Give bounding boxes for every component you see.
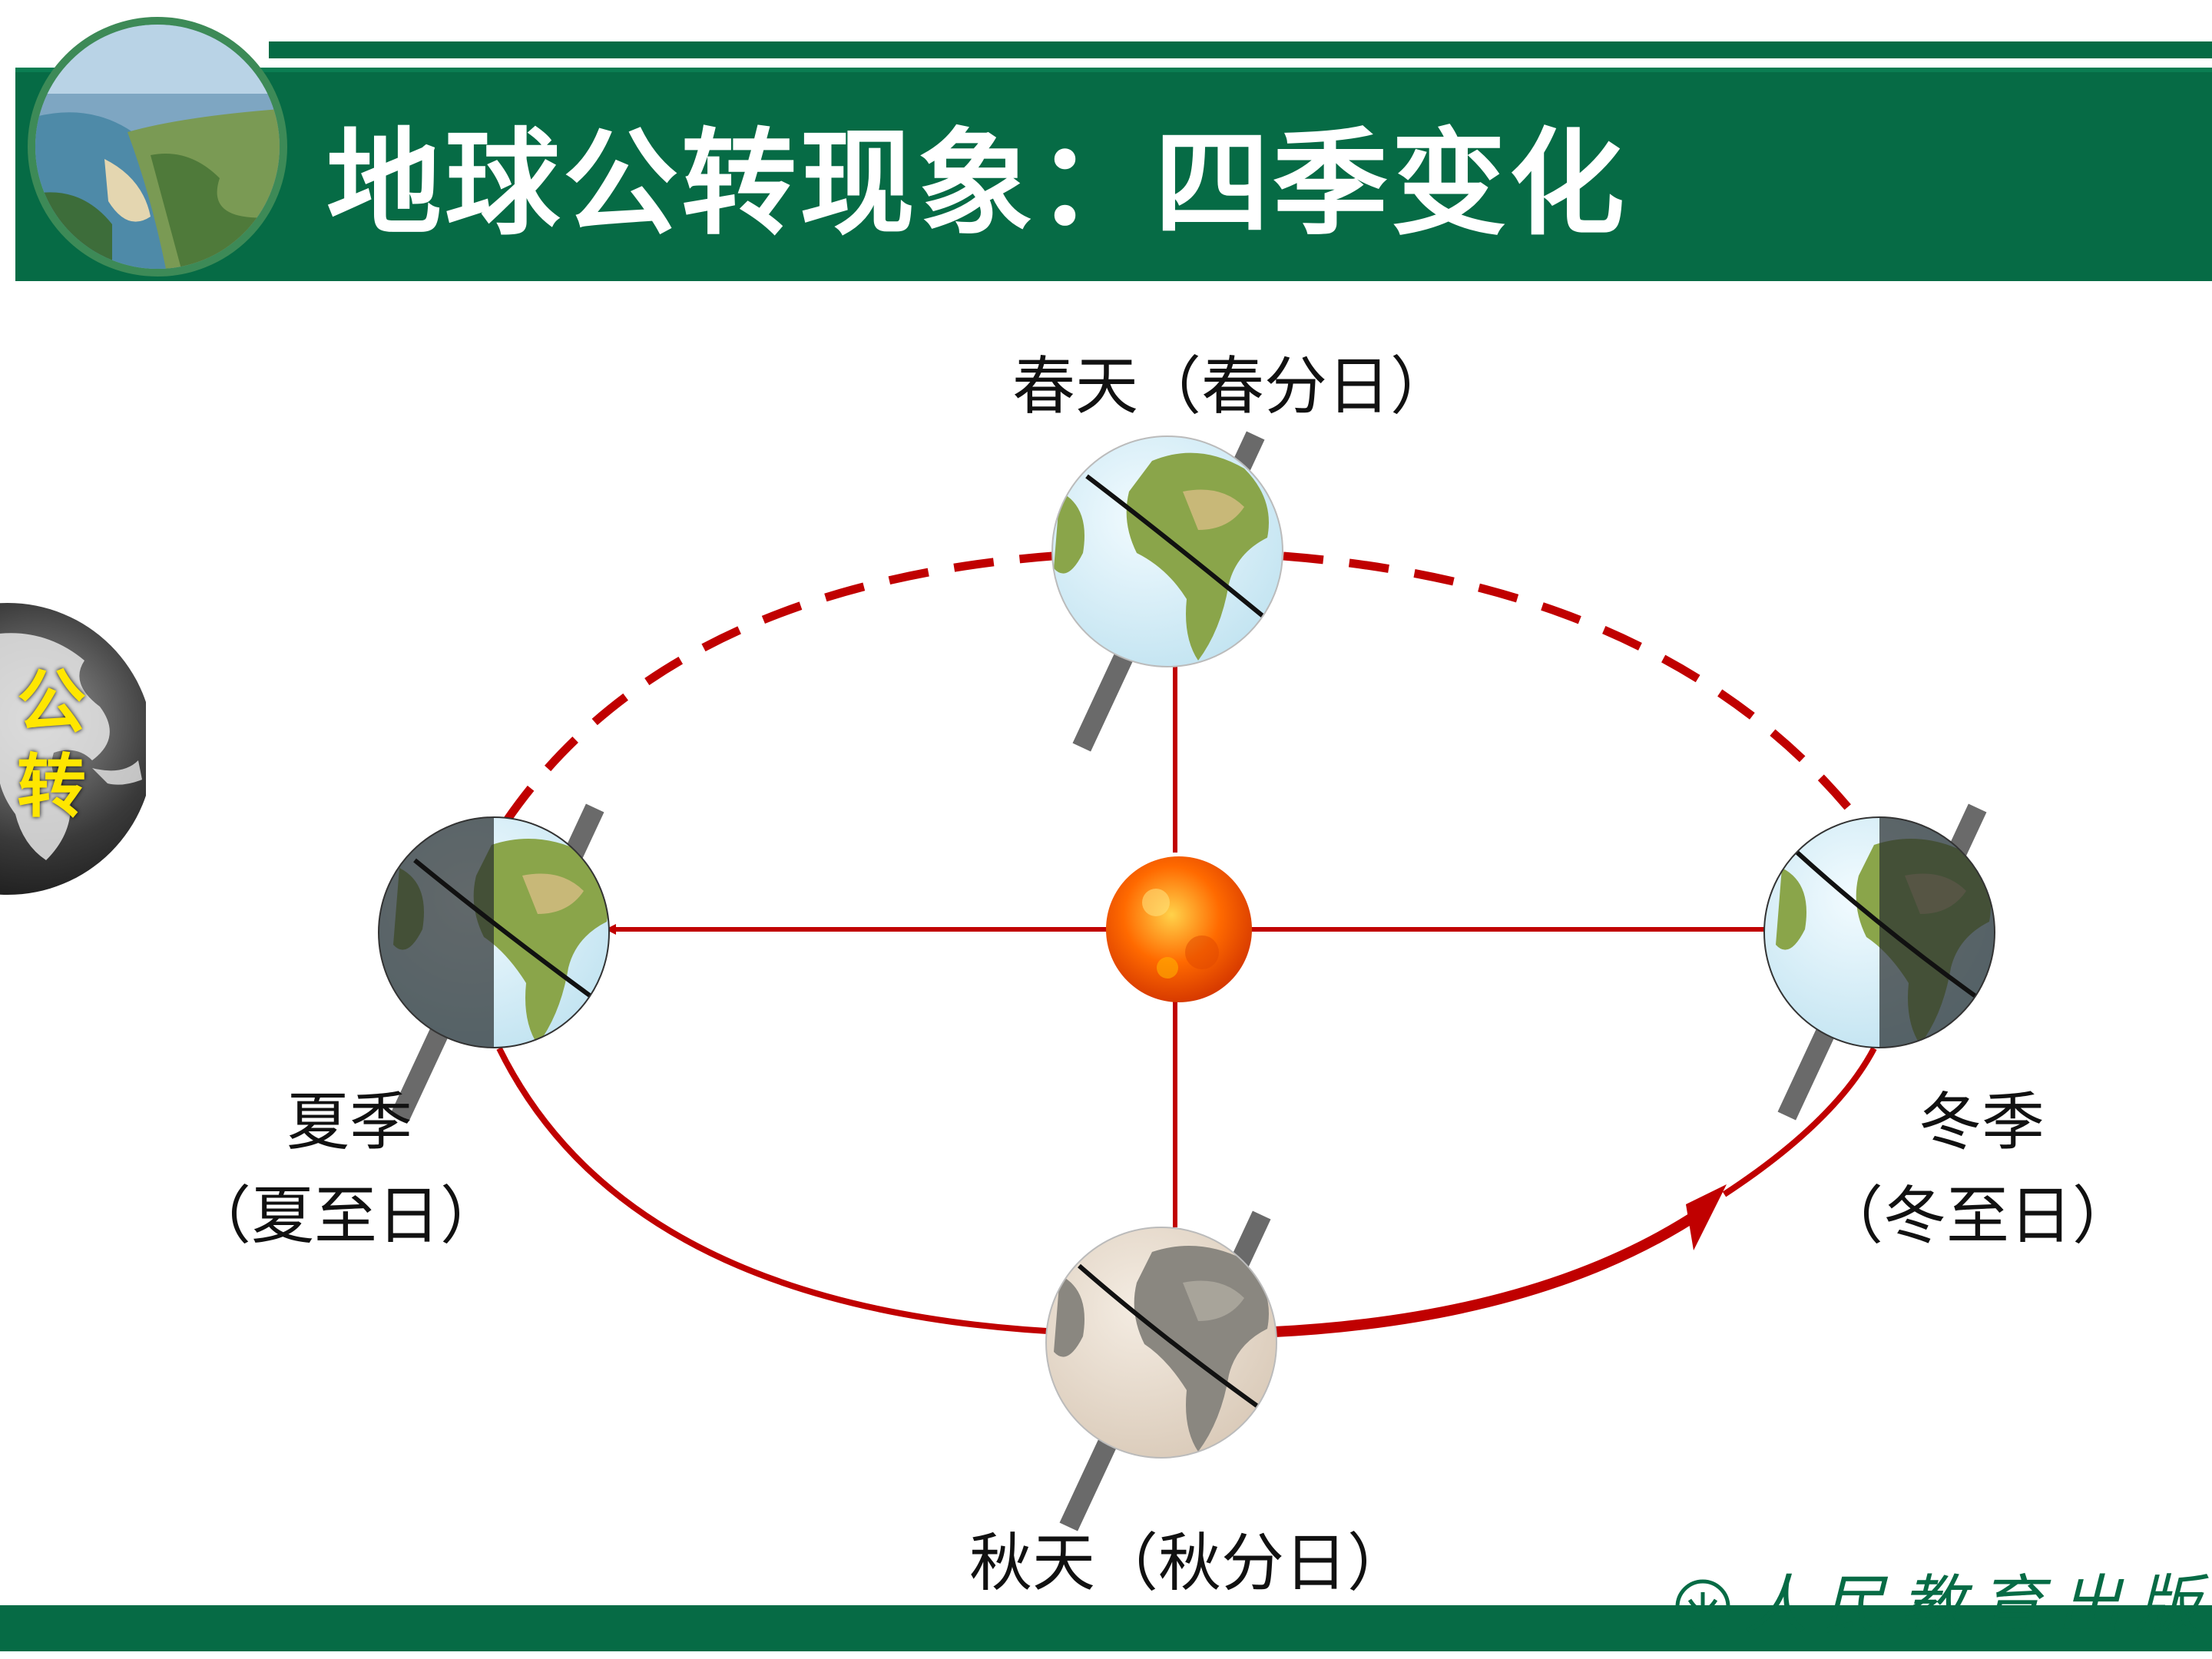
side-label-revolution: 公 转 bbox=[17, 662, 86, 827]
earth-summer-globe-icon bbox=[378, 803, 610, 1121]
footer-band bbox=[0, 1605, 2212, 1651]
orbit-direction-arrow bbox=[1686, 1184, 1727, 1250]
sun-icon bbox=[1106, 856, 1252, 1002]
earth-winter-globe-icon bbox=[1763, 803, 1995, 1121]
winter-date-label: （冬至日） bbox=[1820, 1180, 2136, 1253]
page-title: 地球公转现象：四季变化 bbox=[326, 118, 1628, 251]
summer-date-label: （夏至日） bbox=[188, 1180, 504, 1253]
earth-autumn-globe-icon bbox=[1045, 1210, 1277, 1532]
publisher-name: 人民教育出版社 bbox=[1743, 1568, 2212, 1643]
orbit-near-side-thick bbox=[1259, 1207, 1704, 1338]
header-band bbox=[15, 68, 2212, 281]
publisher-logo-icon bbox=[1675, 1579, 1730, 1634]
earth-spring-globe-icon bbox=[1051, 431, 1283, 752]
autumn-label: 秋天（秋分日） bbox=[969, 1527, 1411, 1600]
winter-label: 冬季 bbox=[1918, 1086, 2045, 1159]
side-earth-globe-icon bbox=[0, 603, 146, 895]
summer-label: 夏季 bbox=[286, 1086, 412, 1159]
header-top-line bbox=[269, 41, 2212, 58]
orbit-near-side bbox=[496, 1047, 1076, 1336]
spring-label: 春天（春分日） bbox=[1012, 350, 1454, 423]
